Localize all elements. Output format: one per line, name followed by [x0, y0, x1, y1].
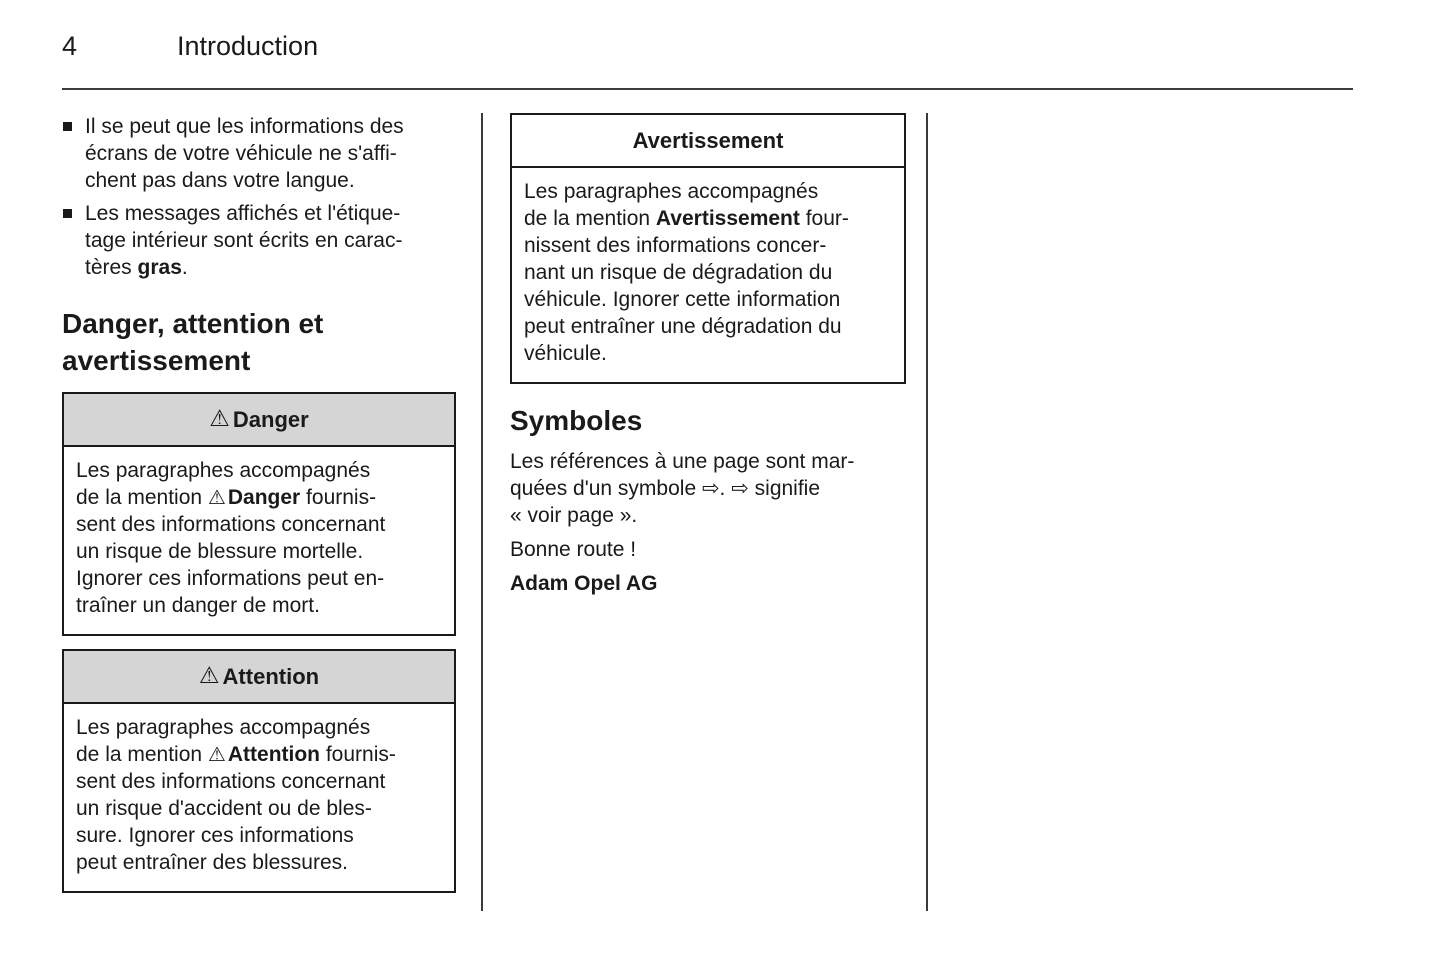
bullet-text-segment: Les messages affichés et l'étique- tage …: [85, 202, 403, 279]
body-text-segment: Les paragraphes accompagnés de la mentio…: [524, 180, 819, 230]
body-text-segment: fournis- sent des informations concernan…: [76, 743, 396, 874]
attention-box-title: Attention: [222, 664, 320, 689]
square-bullet-icon: [63, 122, 72, 131]
danger-box-title: Danger: [232, 407, 309, 432]
bold-word: Avertissement: [655, 207, 800, 230]
warning-triangle-icon: ⚠: [198, 663, 220, 689]
column-divider: [481, 113, 483, 911]
header-rule: [62, 88, 1353, 90]
list-item: Il se peut que les informations des écra…: [62, 113, 456, 194]
page-number: 4: [62, 31, 78, 61]
symbols-paragraph: Les références à une page sont mar- quée…: [510, 450, 855, 527]
danger-box-body: Les paragraphes accompagnés de la mentio…: [64, 447, 454, 634]
warning-triangle-icon: ⚠: [209, 406, 230, 432]
bullet-text-segment: Il se peut que les informations des écra…: [85, 115, 404, 192]
body-text-segment: Les paragraphes accompagnés de la mentio…: [76, 459, 371, 509]
section-heading-danger-attention: Danger, attention et avertissement: [62, 308, 324, 376]
bullet-text-segment: .: [181, 256, 188, 279]
bold-word: Attention: [227, 743, 321, 766]
bullet-text: Les messages affichés et l'étique- tage …: [85, 200, 402, 281]
signature-text: Adam Opel AG: [510, 572, 658, 595]
bold-word: gras: [137, 256, 182, 279]
body-text-segment: fournis- sent des informations concernan…: [76, 486, 386, 617]
avertissement-box-body: Les paragraphes accompagnés de la mentio…: [512, 168, 904, 382]
danger-box: ⚠ Danger Les paragraphes accompagnés de …: [62, 392, 456, 636]
bullet-text: Il se peut que les informations des écra…: [85, 113, 404, 194]
body-text-segment: Les paragraphes accompagnés de la mentio…: [76, 716, 371, 766]
bullet-list: Il se peut que les informations des écra…: [62, 113, 456, 281]
middle-column: Avertissement Les paragraphes accompagné…: [510, 113, 906, 597]
column-divider: [926, 113, 928, 911]
page-title: Introduction: [177, 31, 319, 61]
section-heading-symbols: Symboles: [510, 405, 643, 436]
avertissement-box-title: Avertissement: [632, 128, 784, 153]
attention-box: ⚠ Attention Les paragraphes accompagnés …: [62, 649, 456, 893]
attention-box-body: Les paragraphes accompagnés de la mentio…: [64, 704, 454, 891]
body-text-segment: four- nissent des informations concer- n…: [524, 207, 849, 365]
square-bullet-icon: [63, 209, 72, 218]
avertissement-box: Avertissement Les paragraphes accompagné…: [510, 113, 906, 384]
bold-word: Danger: [227, 486, 301, 509]
attention-box-header: ⚠ Attention: [64, 651, 454, 704]
warning-triangle-icon: ⚠: [207, 485, 226, 509]
good-trip-text: Bonne route !: [510, 538, 637, 561]
danger-box-header: ⚠ Danger: [64, 394, 454, 447]
list-item: Les messages affichés et l'étique- tage …: [62, 200, 456, 281]
avertissement-box-header: Avertissement: [512, 115, 904, 168]
left-column: Il se peut que les informations des écra…: [62, 113, 456, 893]
warning-triangle-icon: ⚠: [207, 742, 226, 766]
